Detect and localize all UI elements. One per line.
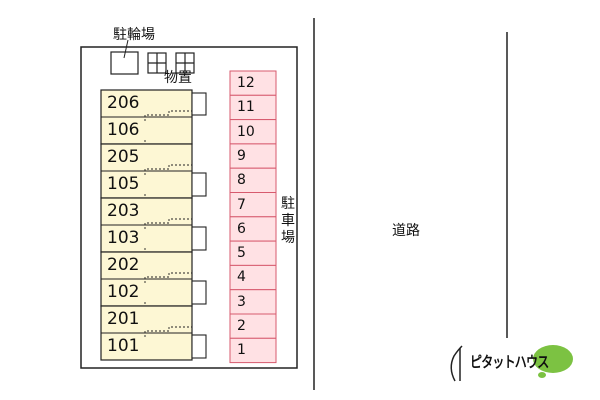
stair-path [144,164,192,175]
stair-path [144,272,192,283]
unit-label: 202 [107,255,140,275]
logo-text: ピタットハウス [470,353,549,371]
parking-slot-label: 7 [237,196,246,213]
logo-mark-icon [450,345,463,382]
bicycle-parking-label: 駐輪場 [113,27,155,43]
parking-slot [229,70,277,96]
parking-slot [229,289,277,315]
bicycle-parking-leader [123,39,129,59]
unit-label: 205 [107,147,140,167]
balcony [191,172,207,197]
stair-path [144,218,192,229]
parking-slot [229,167,277,193]
parking-slot [229,119,277,145]
logo-blob-icon [533,345,573,378]
unit-label: 203 [107,201,140,221]
unit-label: 102 [107,282,140,302]
parking-slot [229,216,277,242]
parking-slot [229,94,277,121]
parking-slots [229,70,277,364]
bicycle-parking-box [110,51,139,75]
storage-label: 物置 [164,70,192,86]
parking-slot-label: 8 [237,172,246,189]
parking-slot-label: 12 [237,75,255,91]
unit-label: 101 [107,336,140,356]
stair-path [144,110,192,121]
balcony [191,92,207,116]
parking-slot [229,337,277,364]
storage-shed-2 [175,52,195,74]
balcony [191,334,207,359]
parking-slot [229,264,277,291]
parking-slot-label: 5 [237,245,246,262]
apartment-buildings [100,89,207,361]
balcony [191,226,207,251]
unit-label: 105 [107,174,140,194]
storage-shed-1 [147,52,167,74]
parking-slot [229,143,277,169]
parking-slot-label: 4 [237,269,246,286]
parking-slot-label: 10 [237,123,255,140]
road-label: 道路 [392,223,420,239]
parking-slot-label: 3 [237,293,246,310]
parking-slot-label: 9 [237,147,246,164]
unit-label: 201 [107,309,140,329]
balcony [191,280,207,305]
parking-slot-label: 6 [237,220,246,237]
parking-slot-label: 11 [237,99,255,116]
parking-label: 駐車場 [281,196,295,246]
unit-label: 206 [107,93,140,113]
parking-slot [229,240,277,266]
unit-label: 103 [107,228,140,248]
unit-label: 106 [107,120,140,140]
parking-slot-label: 1 [237,342,246,359]
stair-path [144,326,192,337]
parking-slot-label: 2 [237,318,246,334]
parking-slot [229,192,277,218]
